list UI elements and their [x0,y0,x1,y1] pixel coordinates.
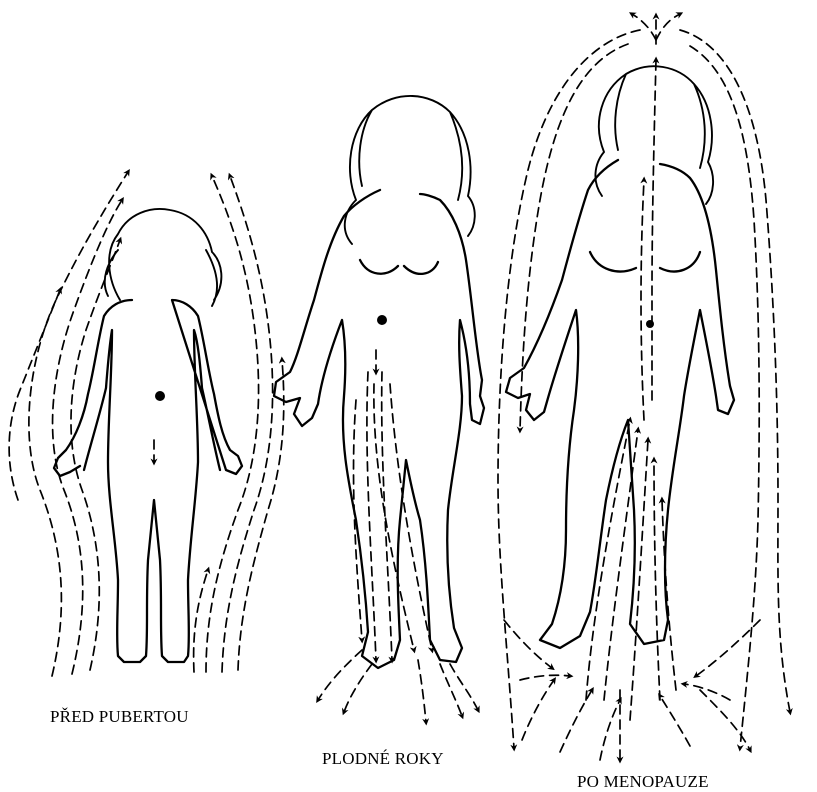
elder-body [506,160,734,648]
label-post-menopause: PO MENOPAUZE [577,772,709,792]
child-navel [155,391,165,401]
figure-child [9,172,284,676]
elder-hair [595,66,713,204]
label-pre-puberty: PŘED PUBERTOU [50,707,189,727]
child-hair [105,209,222,306]
figure-woman-fertile [274,96,484,722]
woman-navel [377,315,387,325]
woman-body [274,190,484,668]
label-fertile-years: PLODNÉ ROKY [322,749,444,769]
figure-woman-menopause [498,14,790,760]
